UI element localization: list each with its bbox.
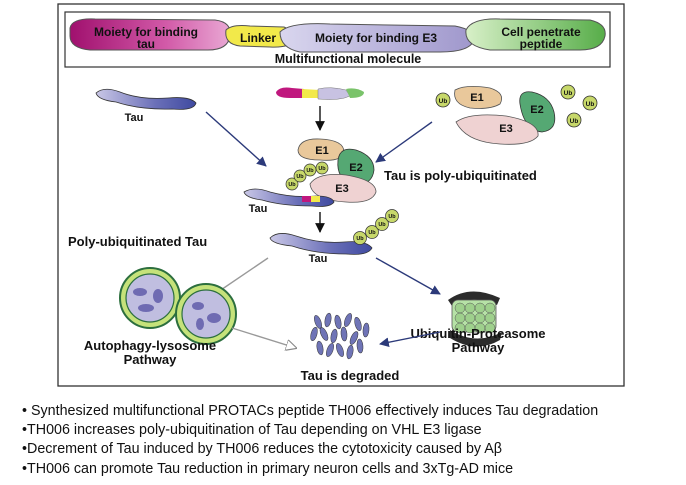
ub-label-2: Ub [564,90,573,97]
complex-e3-label: E3 [335,183,348,195]
ups-label-2: Pathway [452,340,506,355]
complex-ub-label-4: Ub [318,166,326,172]
chain-ub-label-4: Ub [388,214,396,220]
e3-label-top: E3 [499,123,512,135]
autophagy-label-1: Autophagy-lysosome [84,338,216,353]
chain-ub-3 [375,217,389,231]
cargo-6 [196,318,204,330]
e3-moiety-label: Moiety for binding E3 [315,31,437,45]
lysosome-inner [181,289,231,339]
cargo-3 [138,304,154,312]
bullet-1: • Synthesized multifunctional PROTACs pe… [22,403,599,419]
arrow-enzymes-to-complex [375,121,433,163]
complex-ub-chain: Ub Ub Ub Ub [285,161,329,191]
e2-label-top: E2 [530,104,543,116]
complex-ub-2 [293,169,307,183]
linker-label: Linker [240,31,276,45]
poly-ub-tau: Tau Ub Ub Ub Ub [269,209,399,265]
e1-label-top: E1 [470,92,483,104]
cpp-label-1: Cell penetrate [501,25,581,39]
ternary-complex: E1 E2 E3 Tau Ub Ub Ub Ub [243,138,377,215]
complex-tau-moiety-bit [302,196,311,202]
chain-ub-label-3: Ub [378,222,386,228]
sm-tau-moiety [276,87,306,98]
cargo-2 [153,289,163,303]
complex-e2-label: E2 [349,162,362,174]
chain-ub-label-1: Ub [356,236,364,242]
arrow-autophagy-to-degraded [231,327,296,348]
ub-label-3: Ub [586,101,595,108]
ubiquitin-1 [435,92,451,108]
autophagosome-inner [125,273,175,323]
complex-ub-4 [315,161,329,175]
degraded-label: Tau is degraded [301,368,400,383]
proteasome: Ubiquitin-Proteasome Pathway [410,291,546,355]
autophagy-label-2: Pathway [124,352,178,367]
complex-ub-label-3: Ub [306,168,314,174]
bullet-2: •TH006 increases poly-ubiquitination of … [22,422,482,439]
chain-ub-1 [353,231,367,245]
cpp-shape [465,18,606,51]
ub-label-1: Ub [439,98,448,105]
enzymes-top: E1 E2 E3 Ub Ub Ub Ub [435,84,598,145]
proteasome-cap-bottom [450,330,502,347]
tau-moiety-label-1: Moiety for binding [94,25,198,39]
protac-diagram: Moiety for binding tau Linker Moiety for… [57,3,625,387]
autophagy-lysosome: Autophagy-lysosome Pathway [84,267,237,367]
arrow-to-proteasome [375,257,441,295]
complex-ub-1 [285,177,299,191]
proteasome-cap-top [448,291,500,306]
poly-ub-statement: Tau is poly-ubiquitinated [384,168,537,183]
complex-linker-bit [310,196,320,202]
ub-label-4: Ub [570,118,579,125]
cargo-4 [192,302,204,310]
chain-ub-2 [365,225,379,239]
small-molecule-top [276,87,364,100]
bullet-3: •Decrement of Tau induced by TH006 reduc… [22,441,502,458]
free-tau: Tau [95,88,197,124]
ubiquitin-group-top: Ub Ub Ub Ub [435,84,598,128]
complex-e1-label: E1 [315,145,328,157]
complex-tau-label: Tau [249,203,268,215]
complex-ub-label-2: Ub [296,174,304,180]
sm-cpp [346,88,364,98]
sm-linker [302,89,320,98]
ubiquitin-2 [560,84,576,100]
arrow-proteasome-to-degraded [379,331,441,348]
poly-ub-tau-label: Poly-ubiquitinated Tau [68,234,207,249]
cargo-5 [207,313,221,323]
tau-moiety-label-2: tau [137,37,155,51]
ubiquitin-3 [582,95,598,111]
proteasome-rings [454,302,496,334]
ups-label-1: Ubiquitin-Proteasome [410,326,545,341]
tau-label-top: Tau [125,112,144,124]
e3-shape-top [455,114,539,145]
summary-bullets: • Synthesized multifunctional PROTACs pe… [22,402,682,479]
cargo-1 [133,288,147,296]
tau-protein-top [95,88,197,110]
arrow-tau-to-complex [205,111,267,167]
molecule-title: Multifunctional molecule [275,52,422,66]
chain-ub-label-2: Ub [368,230,376,236]
molecule-panel: Moiety for binding tau Linker Moiety for… [64,11,611,68]
complex-tau [243,188,335,207]
ubiquitin-4 [566,112,582,128]
bullet-4: •TH006 can promote Tau reduction in prim… [22,460,514,477]
poly-ub-chain: Ub Ub Ub Ub [353,209,399,245]
degraded-fragments [310,312,370,360]
poly-ub-tau-protein [269,233,373,255]
complex-ub-label-1: Ub [288,182,296,188]
cpp-label-2: peptide [520,37,563,51]
tau-label-mid: Tau [309,253,328,265]
e1-shape-top [454,86,503,109]
chain-ub-4 [385,209,399,223]
